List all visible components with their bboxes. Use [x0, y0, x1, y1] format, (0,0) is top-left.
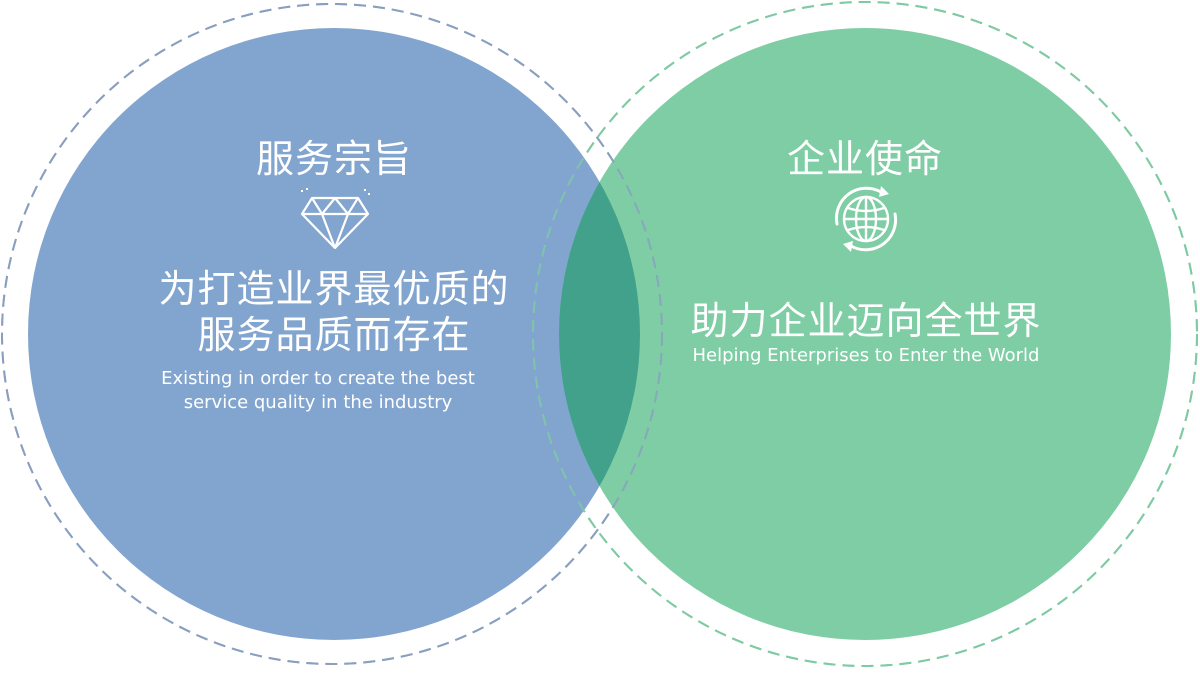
right-main-text: 助力企业迈向全世界: [690, 299, 1042, 343]
left-heading: 服务宗旨: [255, 137, 412, 181]
left-english-line1: Existing in order to create the best: [161, 368, 475, 389]
left-english-line2: service quality in the industry: [183, 392, 453, 413]
left-circle: [28, 28, 640, 640]
diamond-icon: [298, 186, 372, 252]
right-circle: [559, 28, 1171, 640]
right-dashed-ring-over: [532, 1, 1198, 667]
left-english-text: Existing in order to create the best ser…: [118, 367, 518, 415]
left-main-text: 为打造业界最优质的 服务品质而存在: [134, 266, 534, 358]
left-main-text-line2: 服务品质而存在: [197, 313, 471, 357]
right-heading: 企业使命: [786, 137, 943, 181]
left-main-text-line1: 为打造业界最优质的: [158, 267, 510, 311]
left-dashed-ring-over: [1, 3, 663, 665]
right-english-text: Helping Enterprises to Enter the World: [692, 345, 1040, 366]
globe-arrows-icon: [829, 184, 903, 254]
